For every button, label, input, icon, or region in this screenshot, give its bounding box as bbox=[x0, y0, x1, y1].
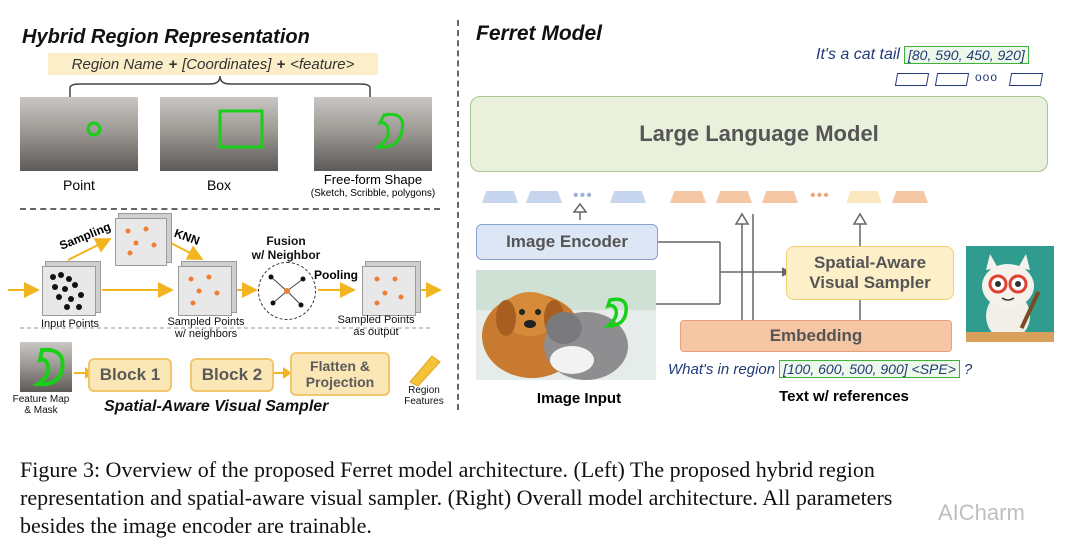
formula-plus-1: + bbox=[168, 55, 178, 73]
sampled-points-label-2: w/ neighbors bbox=[174, 328, 238, 340]
panel-divider bbox=[457, 20, 459, 410]
formula-plus-2: + bbox=[276, 55, 286, 73]
model-output: It's a cat tail [80, 590, 450, 920] bbox=[816, 46, 1029, 64]
image-token-3 bbox=[610, 191, 646, 203]
embedding-box: Embedding bbox=[680, 320, 952, 352]
llm-box: Large Language Model bbox=[470, 96, 1048, 172]
image-input-label: Image Input bbox=[536, 390, 622, 407]
right-title: Ferret Model bbox=[476, 22, 603, 45]
query-coords: [100, 600, 500, 900] <SPE> bbox=[779, 360, 960, 378]
output-label-1: Sampled Points bbox=[337, 314, 415, 326]
output-token-3 bbox=[1008, 73, 1044, 86]
sampled-points-cube bbox=[178, 266, 232, 316]
freeform-sublabel: (Sketch, Scribble, polygons) bbox=[310, 188, 436, 199]
text-token-1 bbox=[670, 191, 706, 203]
sampled-points-label-1: Sampled Points bbox=[167, 316, 245, 328]
spe-token bbox=[846, 191, 882, 203]
formula-brace bbox=[69, 75, 371, 98]
fusion-label-2: w/ Neighbor bbox=[251, 248, 321, 262]
feature-map-label-2: & Mask bbox=[24, 405, 58, 416]
formula-feature: <feature> bbox=[290, 55, 355, 73]
flatten-label-1: Flatten & bbox=[310, 358, 370, 374]
caption-line-2: representation and spatial-aware visual … bbox=[20, 485, 893, 510]
output-label-2: as output bbox=[353, 326, 399, 338]
image-token-1 bbox=[482, 191, 518, 203]
sampler-title: Spatial-Aware Visual Sampler bbox=[104, 398, 329, 415]
caption-line-3: besides the image encoder are trainable. bbox=[20, 513, 372, 538]
caption-line-1: Figure 3: Overview of the proposed Ferre… bbox=[20, 457, 875, 482]
text-token-ellipsis: ••• bbox=[810, 187, 830, 204]
input-points-label: Input Points bbox=[40, 318, 100, 330]
sampler-arrows bbox=[8, 238, 442, 329]
query-prefix: What's in region bbox=[668, 360, 776, 378]
cartoon-cat-image bbox=[966, 246, 1054, 342]
freeform-example-image bbox=[314, 97, 432, 171]
left-title: Hybrid Region Representation bbox=[22, 26, 310, 48]
output-token-ellipsis: ooo bbox=[975, 70, 999, 84]
box-label: Box bbox=[206, 177, 232, 193]
point-example-image bbox=[20, 97, 138, 171]
region-formula: Region Name + [Coordinates] + <feature> bbox=[48, 53, 378, 75]
region-features-label-1: Region bbox=[408, 385, 440, 396]
output-cube bbox=[362, 266, 416, 316]
formula-coords: [Coordinates] bbox=[182, 55, 272, 73]
left-dashed-separator bbox=[20, 208, 440, 210]
pooling-label: Pooling bbox=[314, 268, 358, 282]
block-2: Block 2 bbox=[190, 358, 274, 392]
watermark: AICharm bbox=[938, 500, 1025, 525]
output-coords: [80, 590, 450, 920] bbox=[903, 46, 1029, 64]
query-text: What's in region [100, 600, 500, 900] <S… bbox=[668, 360, 972, 378]
block-1: Block 1 bbox=[88, 358, 172, 392]
feature-map-image bbox=[20, 342, 72, 392]
flatten-projection-block: Flatten & Projection bbox=[290, 352, 390, 396]
output-text: It's a cat tail bbox=[816, 46, 900, 63]
text-references-label: Text w/ references bbox=[779, 388, 909, 405]
flatten-label-2: Projection bbox=[305, 374, 375, 390]
input-points-cube bbox=[42, 266, 96, 316]
region-feature-bar bbox=[409, 355, 441, 386]
fusion-label-1: Fusion bbox=[266, 234, 306, 248]
region-features-label-2: Features bbox=[404, 396, 444, 407]
sampling-cube bbox=[115, 218, 167, 266]
feature-map-label-1: Feature Map bbox=[12, 394, 70, 405]
output-token-2 bbox=[934, 73, 970, 86]
query-question-mark: ? bbox=[963, 360, 973, 378]
formula-name: Region Name bbox=[71, 55, 164, 73]
sampler-label-1: Spatial-Aware bbox=[813, 253, 927, 272]
image-input-photo bbox=[476, 270, 656, 380]
text-token-3 bbox=[762, 191, 798, 203]
image-encoder-box: Image Encoder bbox=[476, 224, 658, 260]
freeform-label: Free-form Shape bbox=[323, 172, 423, 187]
fusion-circle bbox=[258, 262, 316, 320]
box-example-image bbox=[160, 97, 278, 171]
output-token-1 bbox=[894, 73, 930, 86]
spatial-sampler-box: Spatial-Aware Visual Sampler bbox=[786, 246, 954, 300]
point-label: Point bbox=[63, 177, 95, 193]
text-token-4 bbox=[892, 191, 928, 203]
image-token-ellipsis: ••• bbox=[573, 187, 593, 204]
image-token-2 bbox=[526, 191, 562, 203]
sampler-label-2: Visual Sampler bbox=[809, 273, 931, 292]
text-token-2 bbox=[716, 191, 752, 203]
